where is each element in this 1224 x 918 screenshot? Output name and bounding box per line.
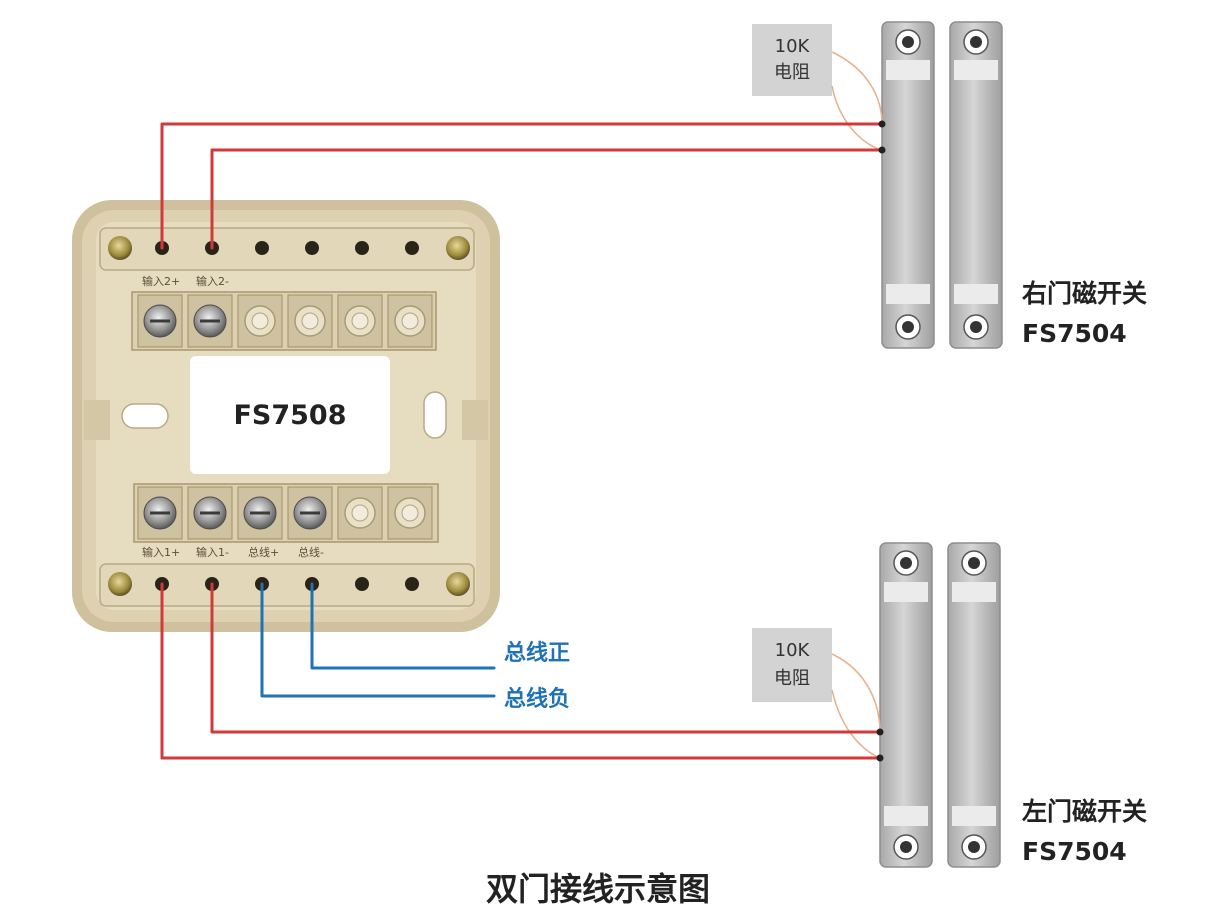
- resistor-lead: [831, 689, 881, 759]
- svg-text:电阻: 电阻: [774, 668, 810, 689]
- resistor-box: 10K 电阻: [752, 24, 832, 96]
- screw-icon: [108, 236, 132, 260]
- bus-positive-label: 总线正: [504, 640, 570, 666]
- wire-bus-negative: [260, 582, 496, 698]
- model-label: [190, 356, 390, 474]
- terminal-hole: [255, 241, 269, 255]
- wire-input1-plus: [160, 582, 882, 760]
- terminal-hole: [405, 241, 419, 255]
- svg-text:电阻: 电阻: [774, 62, 810, 83]
- left-switch-model: FS7504: [1022, 837, 1127, 866]
- right-switch-name: 右门磁开关: [1022, 279, 1147, 308]
- terminal-hole: [355, 577, 369, 591]
- mounting-slot-left: [121, 403, 169, 429]
- module-model-text: FS7508: [233, 400, 346, 431]
- terminal-label-bus-minus: 总线-: [298, 545, 324, 559]
- screw-icon: [446, 236, 470, 260]
- resistor-lead: [831, 51, 883, 125]
- resistor-lead: [831, 85, 883, 151]
- wire-junction: [878, 146, 886, 154]
- switch-sensor-body: [879, 542, 933, 868]
- resistor-lead: [831, 653, 881, 733]
- terminal-hole: [305, 241, 319, 255]
- left-switch-name: 左门磁开关: [1022, 797, 1147, 826]
- wire-input2-minus: [210, 148, 884, 250]
- module-fs7508: 输入2+ 输入2- FS7508 输入1+ 输入1- 总线+ 总线-: [72, 200, 500, 632]
- wire-bus-positive: [310, 582, 496, 670]
- resistor-box: 10K 电阻: [752, 628, 832, 702]
- right-switch-model: FS7504: [1022, 319, 1127, 348]
- svg-text:10K: 10K: [775, 640, 811, 661]
- terminal-label-in1-plus: 输入1+: [142, 545, 180, 559]
- svg-text:10K: 10K: [775, 36, 811, 57]
- wire-input2-plus: [160, 122, 884, 250]
- bus-negative-label: 总线负: [504, 686, 570, 712]
- switch-sensor-body: [881, 21, 935, 349]
- wires: [160, 120, 886, 762]
- terminal-label-in2-minus: 输入2-: [196, 274, 229, 288]
- wire-junction: [878, 120, 886, 128]
- right-door-switch: 10K 电阻 右门磁开关 FS7504: [752, 21, 1147, 349]
- switch-magnet-body: [947, 542, 1001, 868]
- screw-icon: [108, 572, 132, 596]
- screw-icon: [446, 572, 470, 596]
- terminal-label-bus-plus: 总线+: [248, 545, 279, 559]
- terminal-hole: [405, 577, 419, 591]
- left-door-switch: 10K 电阻 左门磁开关 FS7504: [752, 542, 1147, 868]
- wire-junction: [876, 754, 884, 762]
- terminal-hole: [355, 241, 369, 255]
- diagram-title: 双门接线示意图: [486, 870, 710, 908]
- switch-magnet-body: [949, 21, 1003, 349]
- wire-junction: [876, 728, 884, 736]
- terminal-label-in2-plus: 输入2+: [142, 274, 180, 288]
- terminal-label-in1-minus: 输入1-: [196, 545, 229, 559]
- wire-input1-minus: [210, 582, 882, 734]
- mounting-slot-right: [423, 391, 447, 439]
